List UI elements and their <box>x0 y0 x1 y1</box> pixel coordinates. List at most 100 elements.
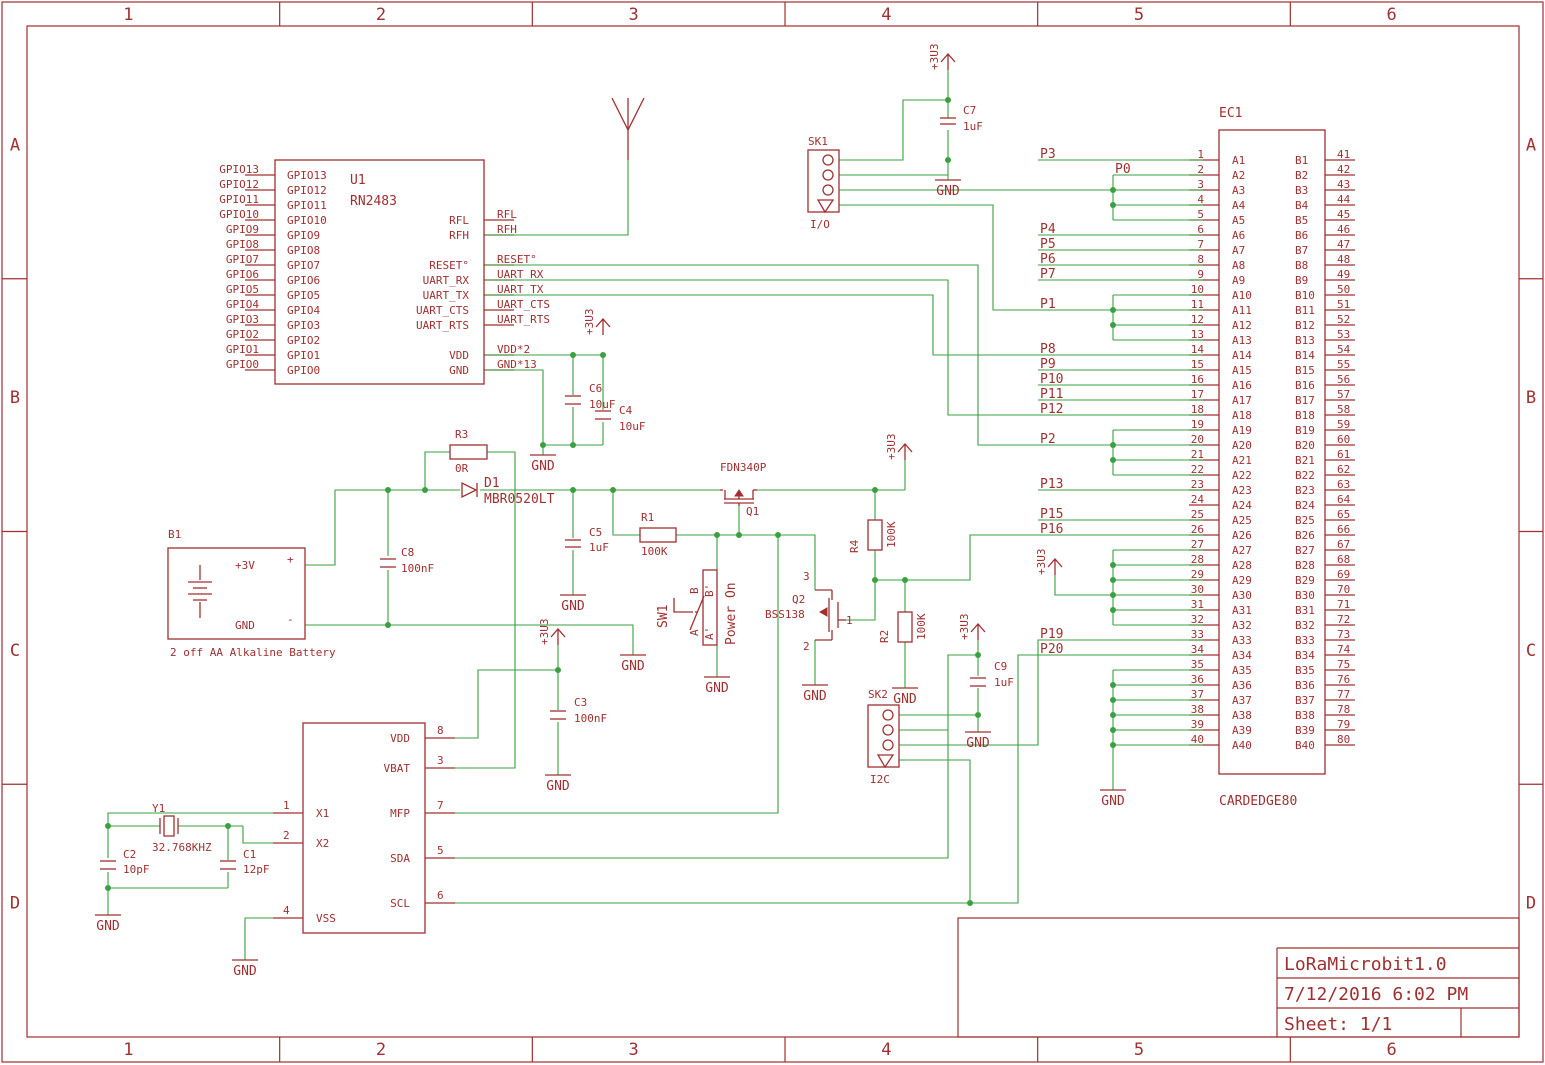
ground-label: GND <box>561 599 585 614</box>
mosfet-q1: FDN340P Q1 <box>720 461 767 518</box>
u1-right-pin-net: UART_RTS <box>497 313 550 326</box>
d1-value: MBR0520LT <box>484 492 555 507</box>
c2-value: 10pF <box>123 863 150 876</box>
u1-left-pin-name: GPIO9 <box>287 229 320 242</box>
net-label-p12: P12 <box>1040 402 1063 417</box>
ec1-a-pin-number: 23 <box>1191 478 1204 491</box>
rtc-left-pin-name: X2 <box>316 837 329 850</box>
ec1-a-pin-label: A40 <box>1232 739 1252 752</box>
rtc-left-pin-number: 2 <box>283 829 290 842</box>
u1-value: RN2483 <box>350 194 397 209</box>
ec1-ref: EC1 <box>1219 106 1242 121</box>
frame-column-label-top: 4 <box>881 5 891 25</box>
ec1-a-pin-number: 6 <box>1197 223 1204 236</box>
q1-ref: Q1 <box>746 505 759 518</box>
ec1-b-pin-label: B5 <box>1295 214 1308 227</box>
ec1-b-pin-number: 68 <box>1337 553 1350 566</box>
ec1-a-pin-label: A27 <box>1232 544 1252 557</box>
ec1-a-pin-number: 33 <box>1191 628 1204 641</box>
c4-value: 10uF <box>619 420 646 433</box>
title-date: 7/12/2016 6:02 PM <box>1284 984 1468 1005</box>
ground-label: GND <box>1101 794 1125 809</box>
frame-row-label-right: A <box>1526 135 1536 155</box>
r2-ref: R2 <box>878 630 891 643</box>
ec1-b-pin-label: B17 <box>1295 394 1315 407</box>
net-label-p10: P10 <box>1040 372 1063 387</box>
ec1-b-pin-label: B20 <box>1295 439 1315 452</box>
ec1-b-pin-number: 50 <box>1337 283 1350 296</box>
u1-right-pin-net: RFH <box>497 223 517 236</box>
ec1-b-pin-number: 71 <box>1337 598 1350 611</box>
ec1-a-pin-number: 36 <box>1191 673 1204 686</box>
sk2-ref: SK2 <box>868 688 888 701</box>
ec1-b-pin-number: 55 <box>1337 358 1350 371</box>
u1-right-pin-net: UART_TX <box>497 283 544 296</box>
ec1-a-pin-number: 26 <box>1191 523 1204 536</box>
ec1-a-pin-label: A2 <box>1232 169 1245 182</box>
u1-left-pin-net: GPIO4 <box>226 298 259 311</box>
ec1-a-pin-label: A25 <box>1232 514 1252 527</box>
b1-gnd-pin: GND <box>235 619 255 632</box>
ec1-value: CARDEDGE80 <box>1219 794 1297 809</box>
ec1-b-pin-number: 60 <box>1337 433 1350 446</box>
ground-icon: GND <box>232 959 258 979</box>
u1-left-pin-net: GPIO7 <box>226 253 259 266</box>
ground-icon: GND <box>704 676 730 696</box>
ec1-b-pin-label: B35 <box>1295 664 1315 677</box>
u1-right-pin-net: RFL <box>497 208 517 221</box>
ec1-b-pin-label: B6 <box>1295 229 1308 242</box>
u1-left-pin-name: GPIO4 <box>287 304 320 317</box>
ec1-b-pin-label: B19 <box>1295 424 1315 437</box>
b1-ref: B1 <box>168 528 181 541</box>
ec1-b-pin-number: 61 <box>1337 448 1350 461</box>
u1-right-pin-name: VDD <box>449 349 469 362</box>
ground-label: GND <box>936 184 960 199</box>
ec1-b-pin-number: 57 <box>1337 388 1350 401</box>
q2-pin3: 3 <box>803 570 810 583</box>
c8-value: 100nF <box>401 562 434 575</box>
ground-icon: GND <box>620 654 646 674</box>
ec1-b-pin-number: 53 <box>1337 328 1350 341</box>
r3-value: 0R <box>455 462 469 475</box>
sk2-connector: SK2 I2C <box>867 688 900 786</box>
ec1-b-pin-label: B7 <box>1295 244 1308 257</box>
ground-icon: GND <box>560 594 586 614</box>
power-symbols: +3U3+3U3+3U3+3U3+3U3+3U3GNDGNDGNDGNDGNDG… <box>95 44 1126 979</box>
ec1-a-pin-number: 29 <box>1191 568 1204 581</box>
ec1-a-pin-label: A18 <box>1232 409 1252 422</box>
ground-label: GND <box>96 919 120 934</box>
supply-3v3-label: +3U3 <box>885 434 898 461</box>
capacitor-c7: C7 1uF <box>940 104 983 133</box>
title-block: LoRaMicrobit1.0 7/12/2016 6:02 PM Sheet:… <box>957 917 1520 1038</box>
ec1-b-pin-number: 56 <box>1337 373 1350 386</box>
frame-column-label-top: 1 <box>123 5 133 25</box>
net-label-p19: P19 <box>1040 627 1063 642</box>
c2-ref: C2 <box>123 848 136 861</box>
u1-left-pin-name: GPIO1 <box>287 349 320 362</box>
title-sheet: Sheet: 1/1 <box>1284 1014 1392 1035</box>
ground-label: GND <box>233 964 257 979</box>
ec1-a-pin-label: A39 <box>1232 724 1252 737</box>
mosfet-q2: Q2 BSS138 1 2 3 <box>765 570 853 653</box>
ec1-a-pin-label: A9 <box>1232 274 1245 287</box>
ec1-b-pin-number: 52 <box>1337 313 1350 326</box>
ec1-b-pin-label: B28 <box>1295 559 1315 572</box>
ec1-a-pin-label: A26 <box>1232 529 1252 542</box>
ec1-b-pin-number: 49 <box>1337 268 1350 281</box>
ec1-a-pin-label: A24 <box>1232 499 1252 512</box>
ec1-a-pin-number: 21 <box>1191 448 1204 461</box>
net-label-p11: P11 <box>1040 387 1063 402</box>
frame-column-label-bottom: 1 <box>123 1040 133 1060</box>
ec1-b-pin-label: B26 <box>1295 529 1315 542</box>
net-label-p7: P7 <box>1040 267 1056 282</box>
ec1-a-pin-label: A38 <box>1232 709 1252 722</box>
ec1-b-pin-number: 59 <box>1337 418 1350 431</box>
u1-left-pin-name: GPIO2 <box>287 334 320 347</box>
rtc-right-pin-number: 5 <box>437 844 444 857</box>
frame-column-label-top: 2 <box>376 5 386 25</box>
r2-value: 100K <box>915 613 928 640</box>
c7-ref: C7 <box>963 104 976 117</box>
ec1-b-pin-number: 41 <box>1337 148 1350 161</box>
ec1-b-pin-label: B13 <box>1295 334 1315 347</box>
